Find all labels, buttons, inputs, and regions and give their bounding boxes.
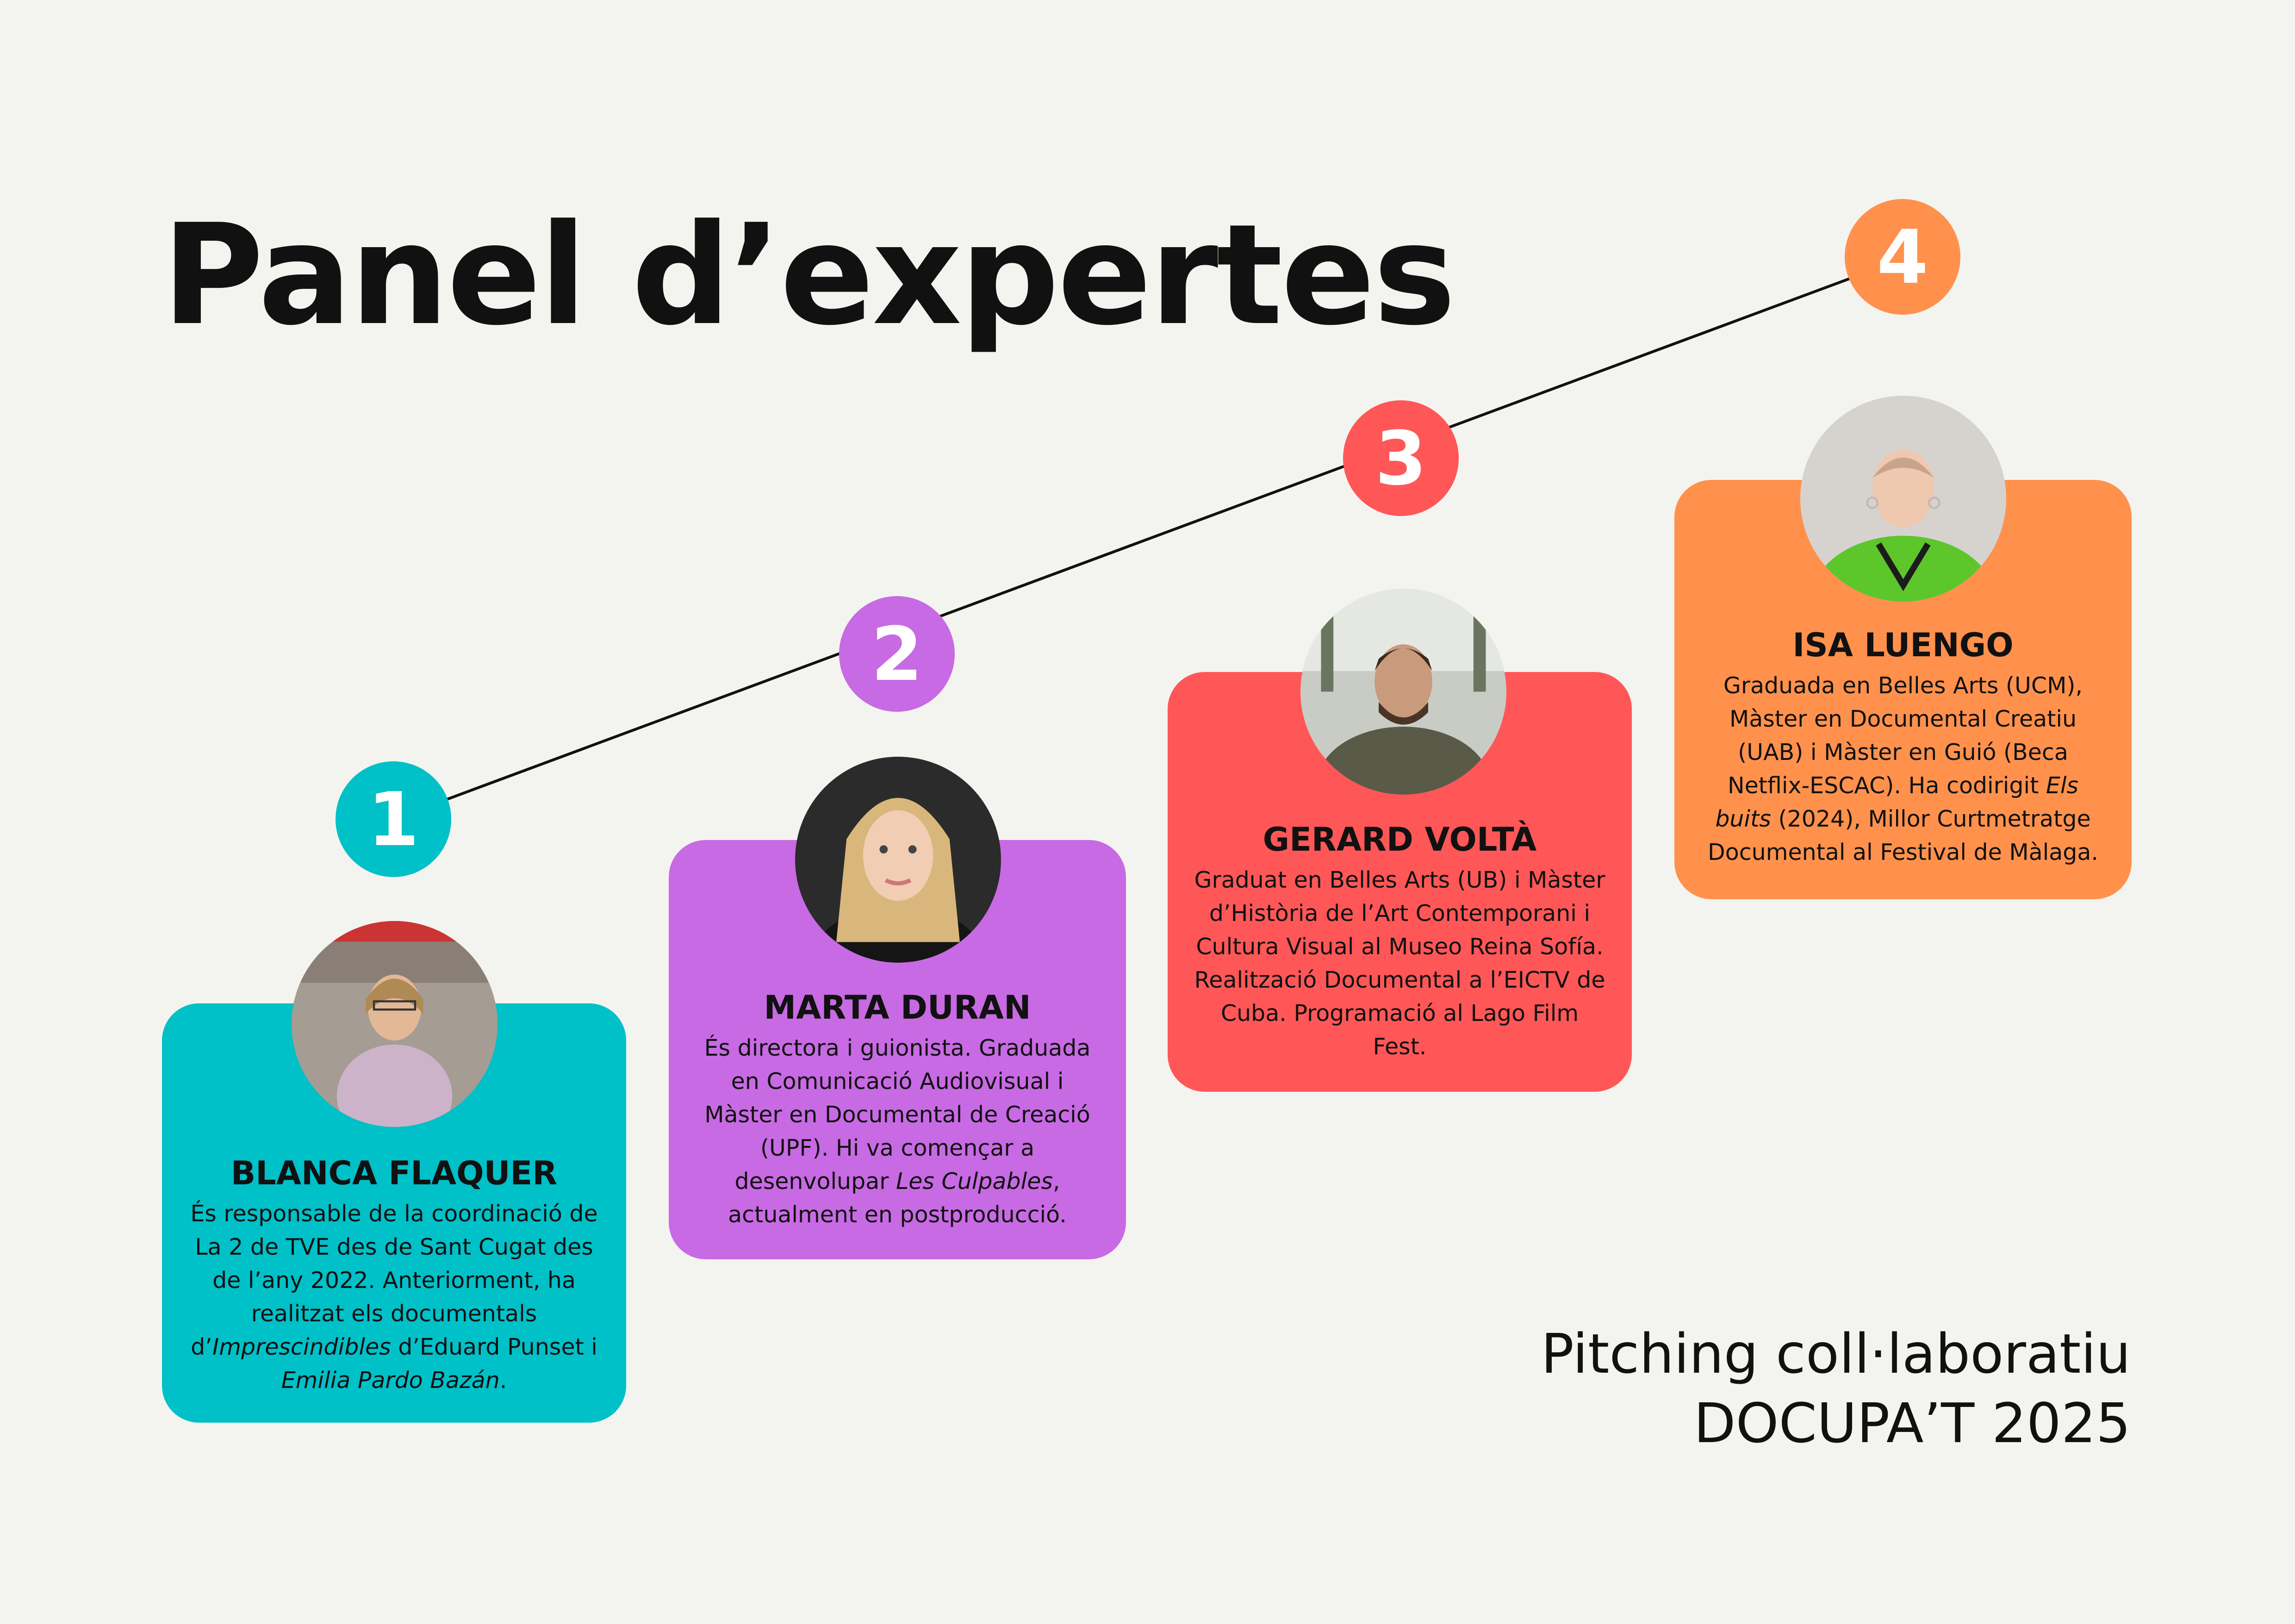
bio-segment: , actualment en postproducció. [728,1168,1068,1228]
page-title: Panel d’expertes [162,194,1456,356]
expert-photo-isa [1800,396,2006,602]
bio-segment: . [499,1367,507,1394]
bio-segment: d’Eduard Punset i [391,1334,605,1360]
step-number-1: 1 [336,761,451,877]
expert-card-3: GERARD VOLTÀ Graduat en Belles Arts (UB)… [1168,672,1632,1092]
expert-name: MARTA DURAN [764,989,1031,1027]
bio-segment: Les Culpables [896,1168,1053,1195]
expert-bio: Graduat en Belles Arts (UB) i Màster d’H… [1191,864,1609,1064]
bio-segment: Graduada en Belles Arts (UCM), Màster en… [1723,672,2090,799]
bio-segment: Imprescindibles [212,1334,391,1360]
expert-bio: És directora i guionista. Graduada en Co… [692,1032,1103,1232]
bio-segment: Graduat en Belles Arts (UB) i Màster d’H… [1194,867,1613,1060]
bio-segment: Emilia Pardo Bazán [281,1367,500,1394]
bio-segment: És responsable de la coordinació de La 2… [190,1201,605,1360]
step-number-3: 3 [1343,400,1459,516]
footer-line-2: DOCUPA’T 2025 [1693,1391,2131,1455]
expert-photo-gerard [1300,589,1506,795]
expert-photo-marta [795,757,1001,963]
bio-segment: Els buits [1715,772,2079,832]
event-footer: Pitching coll·laboratiu DOCUPA’T 2025 [1541,1319,2131,1458]
bio-segment: (2024), Millor Curtmetratge Documental a… [1708,806,2098,865]
expert-bio: És responsable de la coordinació de La 2… [185,1197,603,1397]
expert-name: GERARD VOLTÀ [1263,821,1537,859]
step-number-4: 4 [1845,199,1960,315]
step-number-2: 2 [839,596,955,712]
expert-photo-blanca [292,921,498,1127]
expert-name: BLANCA FLAQUER [230,1154,558,1192]
footer-line-1: Pitching coll·laboratiu [1541,1322,2131,1386]
expert-name: ISA LUENGO [1792,626,2014,664]
bio-segment: És directora i guionista. Graduada en Co… [704,1035,1098,1195]
expert-bio: Graduada en Belles Arts (UCM), Màster en… [1698,669,2108,869]
